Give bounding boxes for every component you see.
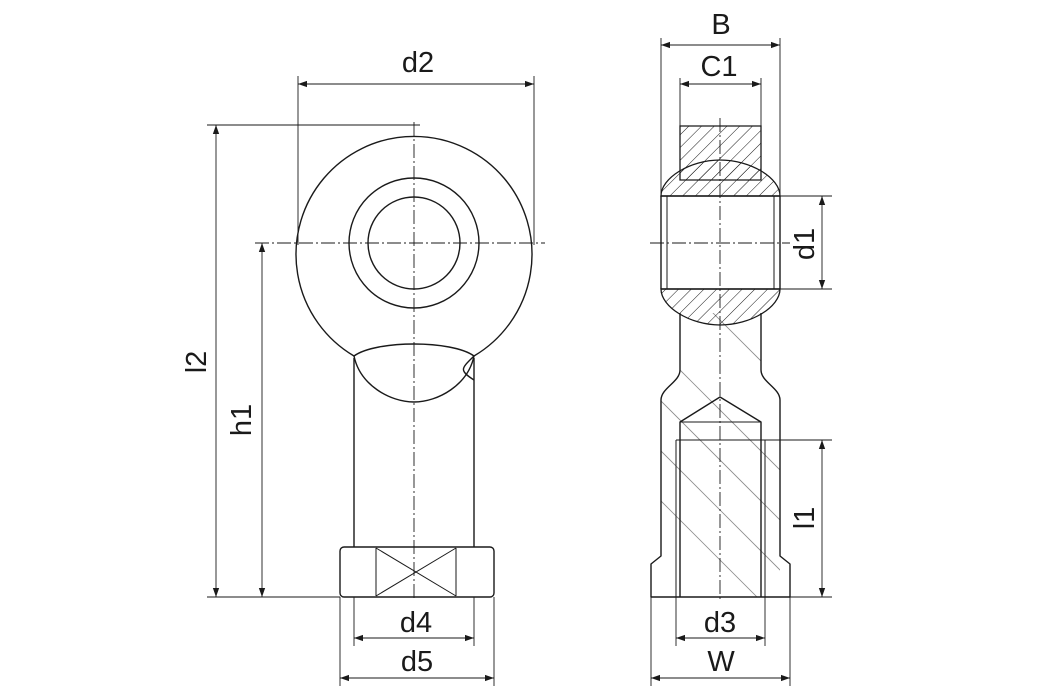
d3-label: d3 xyxy=(704,607,736,639)
d4-label: d4 xyxy=(400,607,432,639)
front-view xyxy=(255,122,545,600)
section-view-dimensions: B C1 d1 l1 d3 W xyxy=(650,9,832,686)
thread-bore xyxy=(679,396,762,597)
front-view-dimensions: d2 l2 h1 d4 d5 xyxy=(181,47,535,686)
inner-ring xyxy=(660,195,781,290)
l1-label: l1 xyxy=(789,507,821,530)
B-label: B xyxy=(711,9,730,41)
rod-end-eye-outline xyxy=(295,135,533,381)
d1-label: d1 xyxy=(789,228,821,260)
W-label: W xyxy=(707,646,735,678)
C1-label: C1 xyxy=(700,51,737,83)
ball-top-section xyxy=(660,159,781,197)
ball-bottom-section xyxy=(660,288,781,326)
side-section-view xyxy=(650,118,791,600)
rod-end-head-bottom xyxy=(353,355,475,403)
h1-label: h1 xyxy=(226,404,258,436)
d2-label: d2 xyxy=(402,47,434,79)
hex-cross-2 xyxy=(375,547,457,597)
body-outline xyxy=(650,313,791,598)
d5-label: d5 xyxy=(401,646,433,678)
hex-nut xyxy=(339,546,495,598)
l2-label: l2 xyxy=(181,351,213,374)
